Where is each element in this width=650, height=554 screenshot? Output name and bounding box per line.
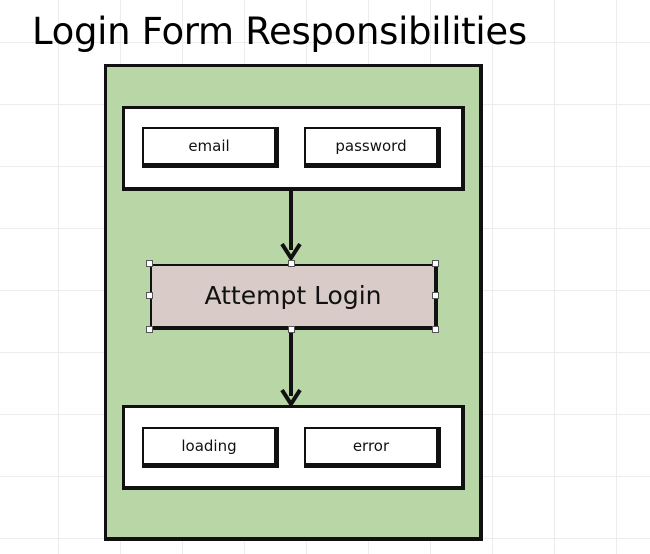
selection-handle (146, 260, 153, 267)
error-box: error (304, 427, 441, 468)
arrow-inputs-to-action (280, 188, 302, 262)
attempt-login-box[interactable]: Attempt Login (150, 264, 438, 330)
password-box: password (304, 127, 441, 168)
selection-handle (432, 260, 439, 267)
selection-handle (288, 260, 295, 267)
selection-handle (146, 292, 153, 299)
selection-handle (146, 326, 153, 333)
loading-box: loading (142, 427, 279, 468)
email-box: email (142, 127, 279, 168)
selection-handle (288, 326, 295, 333)
selection-handle (432, 292, 439, 299)
diagram-title: Login Form Responsibilities (32, 10, 527, 53)
selection-handle (432, 326, 439, 333)
arrow-action-to-outputs (280, 330, 302, 408)
